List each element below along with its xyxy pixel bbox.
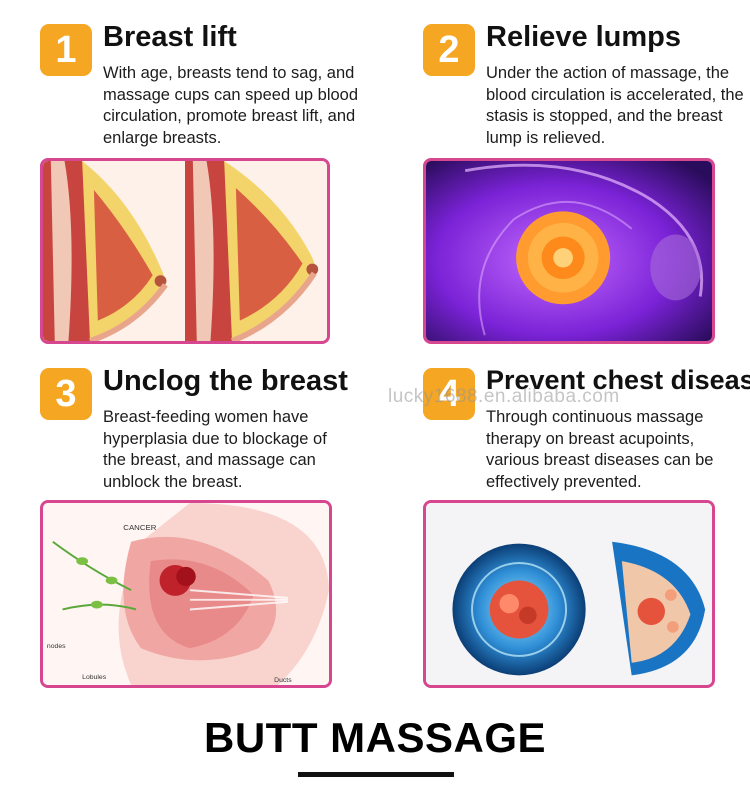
watermark: lucky1688.en.alibaba.com bbox=[388, 386, 620, 407]
section-description-breast-lift: With age, breasts tend to sag, and massa… bbox=[103, 64, 359, 147]
label-nodes: nodes bbox=[47, 643, 66, 650]
section-title-unclog-the-breast: Unclog the breast bbox=[103, 365, 348, 397]
breast-lift-illustration bbox=[40, 158, 330, 344]
label-cancer: CANCER bbox=[123, 523, 156, 532]
section-title-breast-lift: Breast lift bbox=[103, 21, 237, 53]
step-number-badge-4: 4 bbox=[423, 368, 475, 420]
section-title-prevent-chest-diseases: Prevent chest diseases bbox=[486, 365, 750, 395]
footer-underline bbox=[298, 772, 454, 777]
section-description-prevent-chest-diseases: Through continuous massage therapy on br… bbox=[486, 408, 714, 491]
relieve-lumps-illustration bbox=[423, 158, 715, 344]
section-description-relieve-lumps: Under the action of massage, the blood c… bbox=[486, 64, 744, 147]
breast-anatomy-diagram: CANCER nodes Lobules Ducts bbox=[40, 500, 332, 688]
label-ducts: Ducts bbox=[274, 677, 292, 684]
section-description-unclog-the-breast: Breast-feeding women have hyperplasia du… bbox=[103, 408, 327, 491]
step-number-badge-1: 1 bbox=[40, 24, 92, 76]
footer-title: BUTT MASSAGE bbox=[204, 714, 546, 761]
section-title-relieve-lumps: Relieve lumps bbox=[486, 21, 682, 53]
step-number-badge-3: 3 bbox=[40, 368, 92, 420]
step-number-badge-2: 2 bbox=[423, 24, 475, 76]
prevent-diseases-illustration bbox=[423, 500, 715, 688]
label-lobules: Lobules bbox=[82, 674, 107, 681]
